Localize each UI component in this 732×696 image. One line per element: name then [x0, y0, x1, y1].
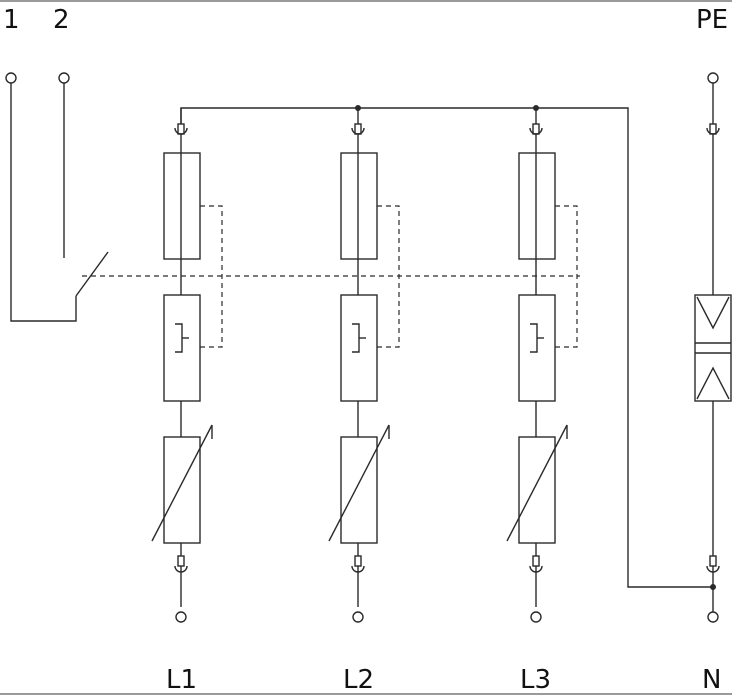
- terminal-l2: [352, 611, 364, 623]
- varistor-element: [340, 436, 378, 544]
- linkage-loop: [555, 205, 578, 348]
- label-n: N: [702, 665, 721, 695]
- spark-gap-lower-arrow: [696, 366, 730, 400]
- n-connector-bottom-cup: [706, 565, 720, 573]
- terminal-pe: [707, 72, 719, 84]
- connector-bottom-cup: [529, 565, 543, 573]
- n-connector-bottom: [709, 555, 717, 567]
- connector-top-cup: [529, 127, 543, 135]
- connector-bottom-cup: [174, 565, 188, 573]
- varistor-diagonal: [328, 424, 390, 542]
- terminal-n: [707, 611, 719, 623]
- spark-gap-element: [694, 294, 732, 402]
- linkage-loop: [200, 205, 223, 348]
- varistor-diagonal: [151, 424, 213, 542]
- label-l3: L3: [520, 665, 551, 695]
- signal-contact: [5, 72, 109, 322]
- connector-bottom: [532, 555, 540, 567]
- varistor-diagonal: [506, 424, 568, 542]
- connector-top: [177, 123, 185, 135]
- varistor-element: [163, 436, 201, 544]
- pe-connector-top-cup: [706, 127, 720, 135]
- connector-top: [354, 123, 362, 135]
- linkage-loop: [377, 205, 400, 348]
- fuse-element: [518, 152, 556, 260]
- pe-connector-top: [709, 123, 717, 135]
- label-l1: L1: [166, 665, 197, 695]
- connector-top: [532, 123, 540, 135]
- fuse-element: [340, 152, 378, 260]
- terminal-l1: [175, 611, 187, 623]
- label-contact-2: 2: [53, 5, 70, 35]
- pole-l2: [328, 108, 400, 623]
- label-contact-1: 1: [3, 5, 20, 35]
- connector-top-cup: [351, 127, 365, 135]
- connector-top-cup: [174, 127, 188, 135]
- connector-bottom: [177, 555, 185, 567]
- spark-gap-upper-arrow: [696, 296, 730, 330]
- pe-n-spark-gap-column: [694, 72, 732, 623]
- contact-1-wire: [10, 83, 77, 322]
- varistor-element: [518, 436, 556, 544]
- label-pe: PE: [696, 5, 728, 35]
- connector-bottom: [354, 555, 362, 567]
- switch-blade: [75, 251, 109, 297]
- contact-2-terminal: [58, 72, 70, 84]
- terminal-l3: [530, 611, 542, 623]
- pole-l3: [506, 108, 578, 623]
- top-bus-wire: [180, 107, 713, 588]
- fuse-element: [163, 152, 201, 260]
- pole-l1: [151, 108, 223, 623]
- label-l2: L2: [343, 665, 374, 695]
- contact-1-terminal: [5, 72, 17, 84]
- connector-bottom-cup: [351, 565, 365, 573]
